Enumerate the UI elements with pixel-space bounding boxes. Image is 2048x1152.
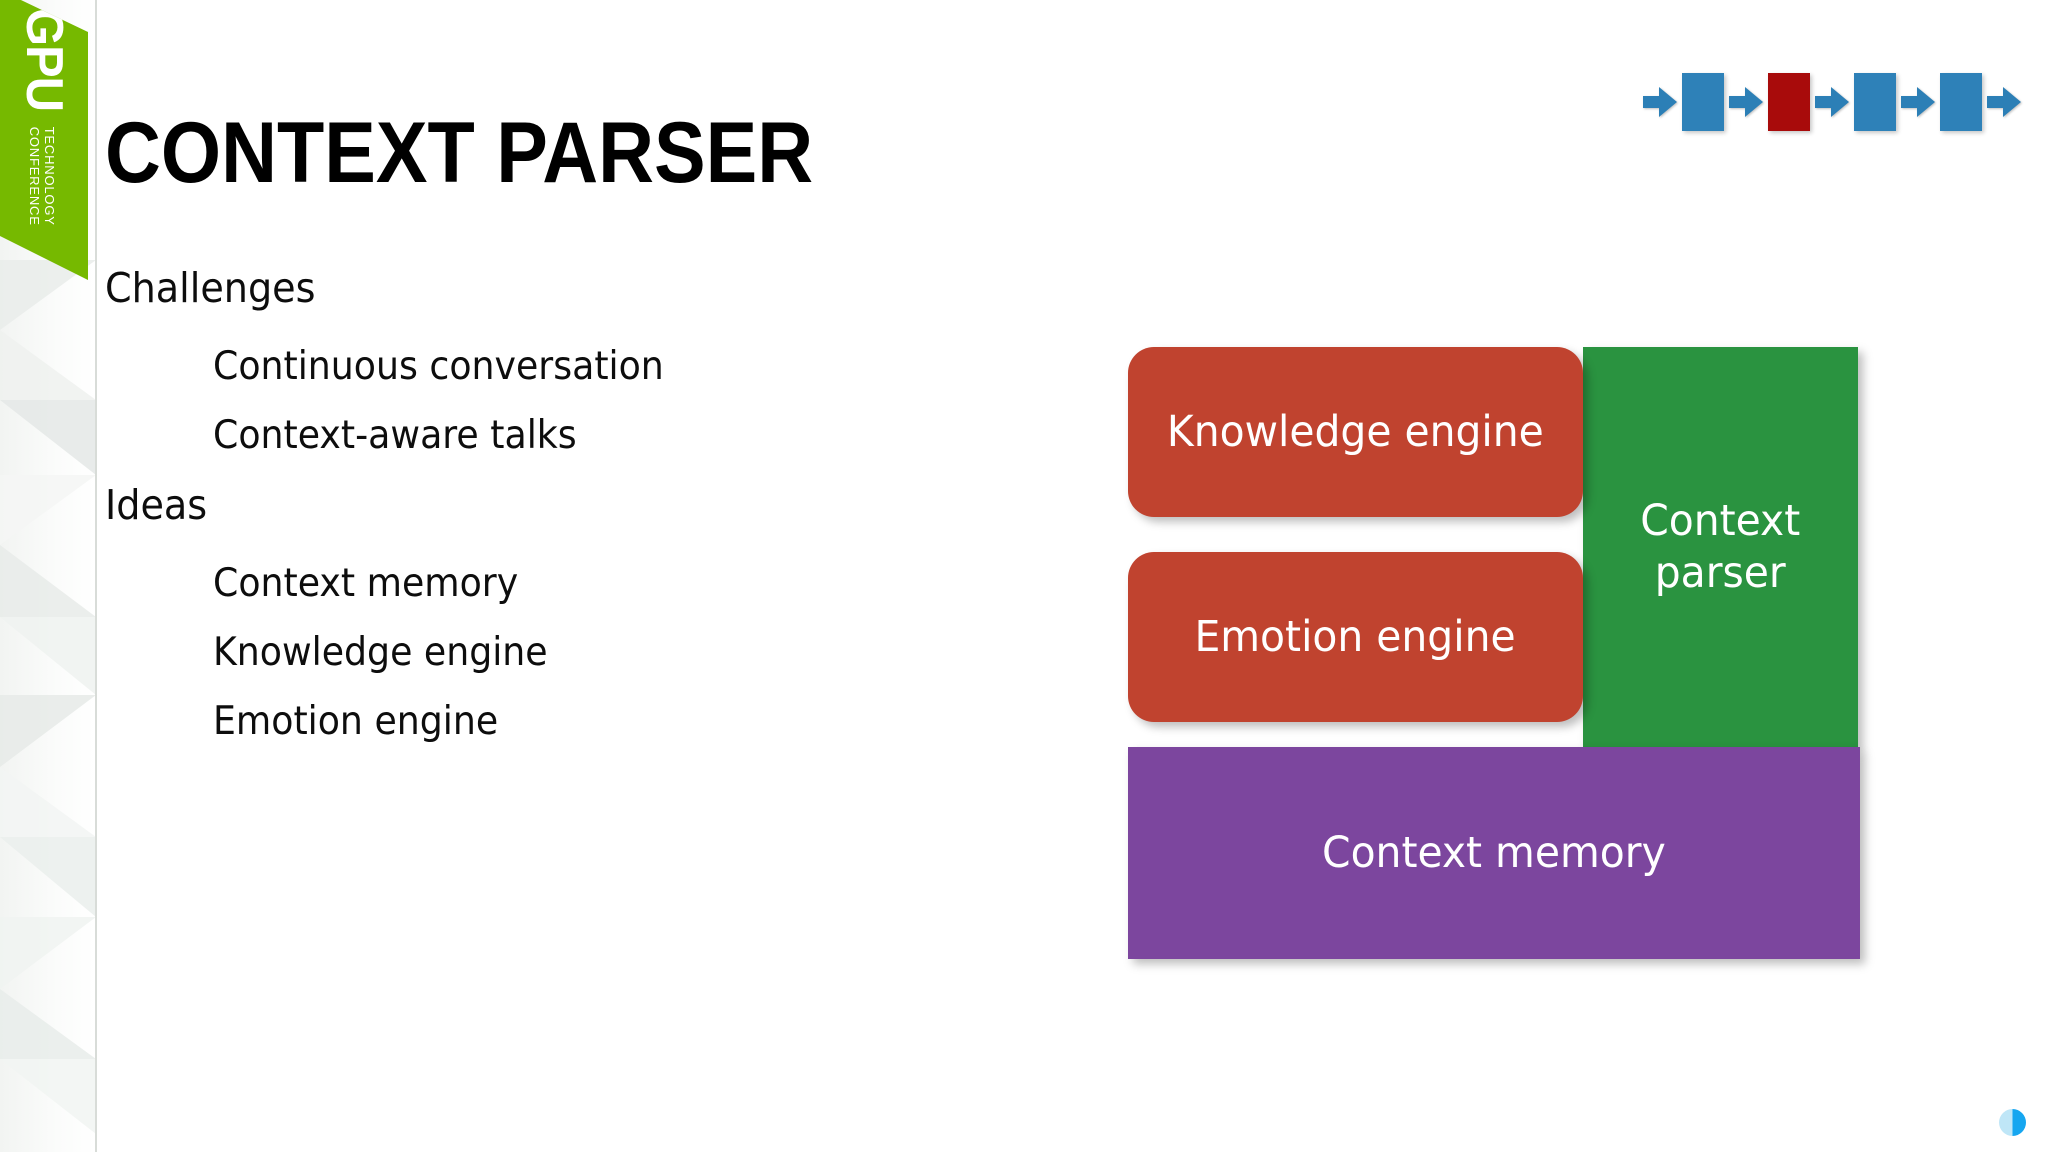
arrow-right-icon <box>1901 87 1935 117</box>
pipeline-step-box-3 <box>1854 73 1896 131</box>
diagram-box-label: Context parser <box>1640 495 1801 598</box>
pipeline-step-box-4 <box>1940 73 1982 131</box>
page-title: CONTEXT PARSER <box>105 105 814 201</box>
body-bullet-list: Challenges Continuous conversation Conte… <box>105 268 1045 771</box>
diagram-box-label: Context memory <box>1322 828 1666 878</box>
gtc-logo-text: GPU <box>15 8 73 112</box>
bullet-ideas: Ideas <box>105 481 208 529</box>
pipeline-step-box-2-active <box>1768 73 1810 131</box>
pipeline-step-box-1 <box>1682 73 1724 131</box>
gtc-brand-banner: GPU TECHNOLOGY CONFERENCE <box>0 0 88 280</box>
arrow-right-icon <box>1643 87 1677 117</box>
pipeline-progress-icon <box>1640 70 2024 134</box>
corner-dot-marker <box>1999 1109 2026 1136</box>
diagram-box-label: Knowledge engine <box>1167 407 1544 457</box>
arrow-right-icon <box>1729 87 1763 117</box>
diagram-box-context-memory: Context memory <box>1128 747 1860 959</box>
diagram-box-context-parser: Context parser <box>1583 347 1858 747</box>
diagram-box-emotion-engine: Emotion engine <box>1128 552 1583 722</box>
rail-divider <box>95 0 97 1152</box>
gtc-logo-subtitle: TECHNOLOGY CONFERENCE <box>27 126 58 226</box>
bullet-knowledge-engine: Knowledge engine <box>213 630 548 675</box>
arrow-right-icon <box>1987 87 2021 117</box>
bullet-challenges: Challenges <box>105 264 316 312</box>
diagram-box-label: Emotion engine <box>1194 612 1517 662</box>
diagram-box-knowledge-engine: Knowledge engine <box>1128 347 1583 517</box>
bullet-emotion-engine: Emotion engine <box>213 699 499 744</box>
bullet-context-memory: Context memory <box>213 561 519 606</box>
bullet-context-aware-talks: Context-aware talks <box>213 413 577 458</box>
bullet-continuous-conversation: Continuous conversation <box>213 344 664 389</box>
arrow-right-icon <box>1815 87 1849 117</box>
